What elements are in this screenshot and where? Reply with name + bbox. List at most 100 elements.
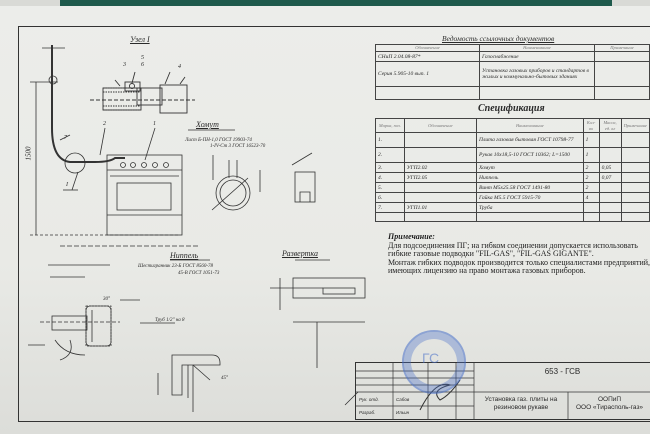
spec-qty: 2	[582, 162, 600, 173]
spec-designation	[403, 132, 478, 148]
label-pos-3: 3	[123, 62, 126, 68]
spec-designation	[403, 147, 478, 163]
label-pos-6: 6	[141, 62, 144, 68]
spec-mark: 3.	[375, 162, 405, 173]
node-detail	[90, 71, 195, 114]
official-stamp: ГС	[402, 330, 466, 394]
spec-qty: 2	[582, 182, 600, 193]
node-title: Узел I	[130, 35, 150, 44]
spec-mass	[598, 192, 622, 203]
spec-mark: 7.	[375, 202, 405, 213]
pipe-note: Труб 1/2" на 8	[155, 318, 185, 323]
note-block: Примечание: Для подсоединения ПГ; на гиб…	[388, 232, 650, 276]
ref-designation: СНиП 2.04.08-87*	[375, 51, 480, 62]
spec-name: Ниппель	[476, 172, 584, 183]
spec-name: Рукав 10х18,5-10 ГОСТ 10362; L=1500	[476, 147, 584, 163]
spec-header: Наименование	[476, 118, 584, 133]
nipple-section-detail	[157, 354, 221, 412]
ref-note	[594, 51, 650, 62]
spec-mass	[598, 182, 622, 193]
angle-45: 45°	[221, 376, 228, 381]
specification-table: Марка, поз. Обозначение Наименование Кол…	[375, 118, 650, 222]
references-table: Обозначение Наименование Примечание СНиП…	[375, 44, 650, 100]
table-row	[375, 212, 650, 222]
node-i-circle	[64, 152, 86, 174]
specification-title: Спецификация	[478, 103, 545, 114]
ref-designation	[375, 86, 480, 100]
label-pos-7: 7	[64, 135, 67, 141]
spec-note	[620, 132, 650, 148]
drawing-code: 653 - ГСВ	[544, 367, 581, 376]
clamp-spec-2: 1-IV-Ст 3 ГОСТ 16523-70	[210, 144, 266, 149]
spec-note	[620, 192, 650, 203]
spec-qty: 1	[582, 147, 600, 163]
spec-name: Хомут	[476, 162, 584, 173]
nipple-title: Ниппель	[170, 251, 199, 260]
spec-qty	[582, 212, 600, 222]
ref-note	[594, 61, 650, 87]
label-pos-1: 1	[153, 121, 156, 127]
spec-mass	[598, 212, 622, 222]
spec-header: Марка, поз.	[375, 118, 405, 133]
spec-mark: 5.	[375, 182, 405, 193]
spec-designation: УГП2.02	[403, 162, 478, 173]
references-title: Ведомость ссылочных документов	[442, 34, 555, 43]
role-developer: Разраб.	[359, 410, 376, 415]
spec-note	[620, 162, 650, 173]
spec-mass: 0,07	[598, 172, 622, 183]
spec-designation: УГП1.01	[403, 202, 478, 213]
unfold-title: Развертка	[282, 249, 318, 258]
ref-name: Установка газовых приборов и стандартов …	[479, 61, 595, 87]
note-line: Для подсоединения ПГ; на гибком соединен…	[388, 240, 638, 250]
spec-designation	[403, 182, 478, 193]
ref-header: Примечание	[594, 44, 650, 52]
clamp-drawing	[211, 152, 316, 211]
spec-header: Примечание	[620, 118, 650, 133]
spec-mass	[598, 147, 622, 163]
spec-header: Масса, ед. кг	[598, 118, 622, 133]
spec-note	[620, 172, 650, 183]
clamp-spec-1: Лист Б-ПН-1,0 ГОСТ 19903-74	[185, 138, 252, 143]
ref-note	[594, 86, 650, 100]
ref-designation: Серия 5.905-10 вып. 1	[375, 61, 480, 87]
label-pos-2: 2	[103, 121, 106, 127]
table-row	[375, 86, 650, 100]
nipple-drawing	[28, 264, 175, 361]
unfold-drawing	[270, 259, 366, 368]
nipple-spec-2: 45-В ГОСТ 1051-73	[178, 271, 220, 276]
spec-mass	[598, 132, 622, 148]
ref-name	[479, 86, 595, 100]
spec-mass	[598, 202, 622, 213]
spec-mark: 1.	[375, 132, 405, 148]
spec-note	[620, 202, 650, 213]
height-dimension: 1500	[24, 146, 33, 161]
nipple-spec-1: Шестигранник 23-Б ГОСТ 8560-78	[138, 264, 213, 269]
spec-qty: 1	[582, 132, 600, 148]
clamp-title: Хомут	[196, 120, 219, 129]
angle-30: 30°	[103, 297, 110, 302]
spec-header: Кол-во	[582, 118, 600, 133]
background-teal-band	[60, 0, 612, 9]
spec-note	[620, 182, 650, 193]
spec-name: Труба	[476, 202, 584, 213]
spec-mark: 2.	[375, 147, 405, 163]
gas-stove	[106, 127, 183, 236]
gas-pipe	[51, 45, 125, 163]
note-heading: Примечание:	[388, 232, 435, 241]
organization-name: ООО «Тирасполь-газ»	[575, 404, 644, 411]
spec-name: Плита газовая бытовая ГОСТ 10798-77	[476, 132, 584, 148]
title-block: 653 - ГСВ Установка газ. плиты на резино…	[355, 362, 650, 420]
spec-qty: 2	[582, 172, 600, 183]
spec-qty	[582, 202, 600, 213]
spec-mark	[375, 212, 405, 222]
sheet-frame	[18, 26, 650, 422]
label-pos-4: 4	[178, 64, 181, 70]
ref-name: Газоснабжение	[479, 51, 595, 62]
spec-designation: УГП2.05	[403, 172, 478, 183]
ref-header: Обозначение	[375, 44, 480, 52]
note-line: Монтаж гибких подводок производится толь…	[388, 257, 650, 267]
